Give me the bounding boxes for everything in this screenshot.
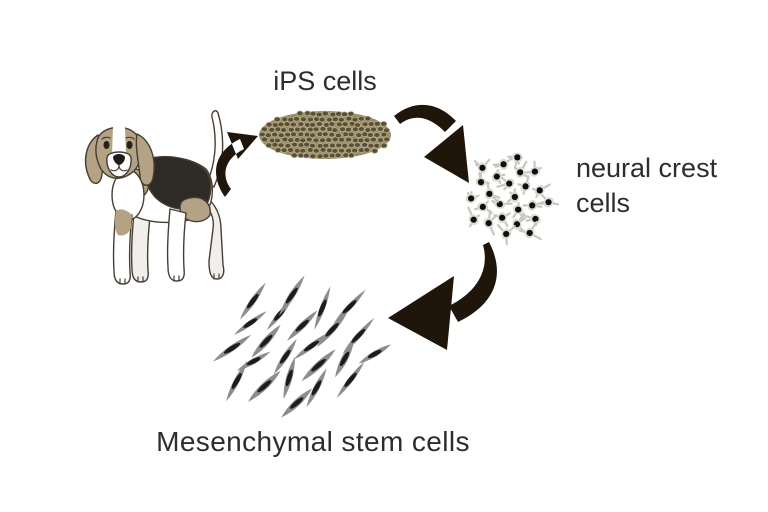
- mesenchymal-stem-cells-label: Mesenchymal stem cells: [156, 426, 470, 457]
- ips-cells-label: iPS cells: [273, 66, 377, 96]
- dog-near-rear-leg: [166, 208, 187, 282]
- dog-far-front-leg: [130, 212, 151, 283]
- dog-far-rear-leg: [195, 197, 225, 280]
- dog-brow-lines: [101, 136, 135, 140]
- ips-cells-illustration: [258, 110, 391, 160]
- dog-right-ear: [135, 133, 155, 186]
- dog-right-eye: [126, 141, 133, 149]
- dog-blaze: [112, 124, 126, 155]
- dog-nose: [113, 154, 125, 165]
- neural-crest-cells-label: neural crest cells: [576, 153, 718, 218]
- mesenchymal-stem-cells-illustration: [212, 275, 392, 418]
- arrow-neural-crest-to-msc-icon: [388, 242, 497, 350]
- arrow-dog-to-ips-icon: [216, 132, 258, 197]
- arrow-ips-to-neural-crest-icon: [394, 104, 469, 183]
- dog-hip-patch: [179, 196, 211, 223]
- dog-left-eye: [103, 141, 110, 149]
- beagle-dog-illustration: [84, 110, 225, 285]
- dog-mouth: [110, 164, 128, 172]
- dog-foreleg-patch: [114, 209, 132, 236]
- neural-crest-cells-illustration: [465, 152, 560, 246]
- dog-toe-lines: [119, 273, 220, 285]
